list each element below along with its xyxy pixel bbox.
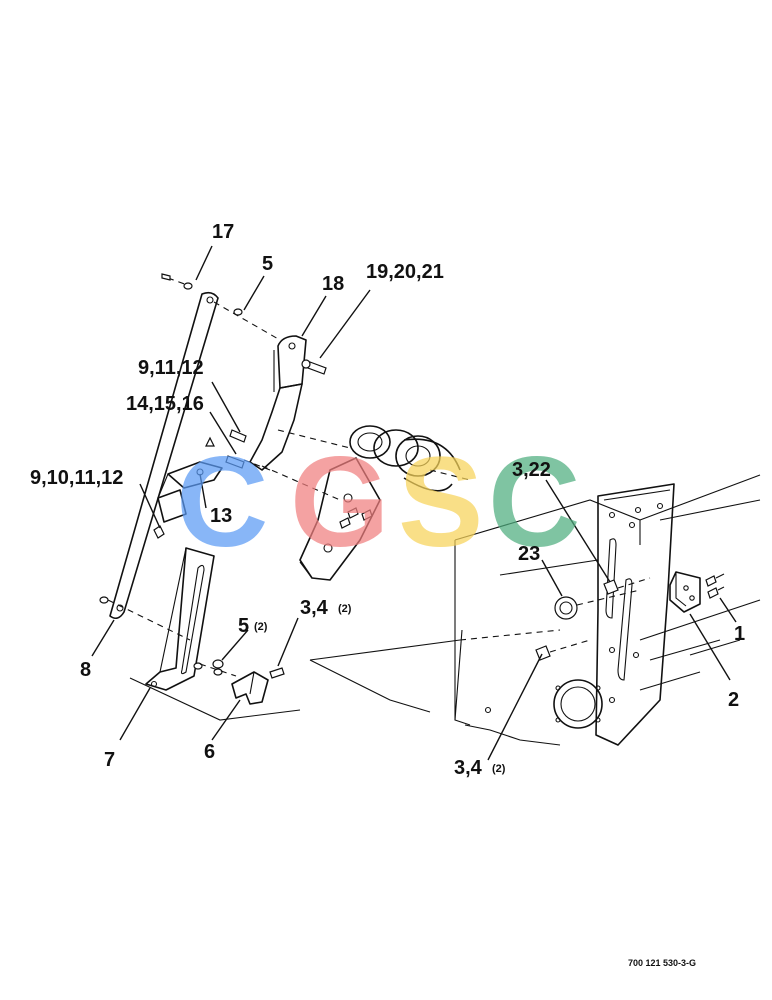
callout-8: 8 [80,659,91,681]
callout-18: 18 [322,273,344,295]
callout-19-20-21: 19,20,21 [366,261,444,283]
watermark-letter-s: S [398,431,483,574]
callout-3-4-right-qty: (2) [492,763,506,775]
leader-lines [91,245,737,761]
callout-3-4-low-qty: (2) [338,603,352,615]
callout-3-22: 3,22 [512,459,551,481]
callout-17: 17 [212,221,234,243]
callout-14-15-16: 14,15,16 [126,393,204,415]
callout-6: 6 [204,741,215,763]
callout-5-low: 5 [238,615,249,637]
callout-1: 1 [734,623,745,645]
drawing-number: 700 121 530-3-G [628,958,697,968]
callout-5-low-qty: (2) [254,621,268,633]
callout-9-10-11-12: 9,10,11,12 [30,467,123,489]
callout-23: 23 [518,543,540,565]
pulley-arm-assembly [249,335,561,713]
callout-7: 7 [104,749,115,771]
watermark-letter-g: G [290,431,390,574]
callout-13: 13 [210,505,232,527]
frame-plate-assembly [454,474,761,746]
callout-3-4-low: 3,4 [300,597,329,619]
callout-9-11-12: 9,11,12 [138,357,204,379]
watermark-letter-c1: C [176,431,268,574]
callout-2: 2 [728,689,739,711]
callout-5-top: 5 [262,253,273,275]
callout-3-4-right: 3,4 [454,757,483,779]
callout-labels: 17 5 18 19,20,21 9,11,12 14,15,16 9,10,1… [30,221,745,779]
left-bracket-assembly [99,273,301,721]
cgsc-watermark: C G S C [176,431,580,574]
watermark-letter-c2: C [488,431,580,574]
